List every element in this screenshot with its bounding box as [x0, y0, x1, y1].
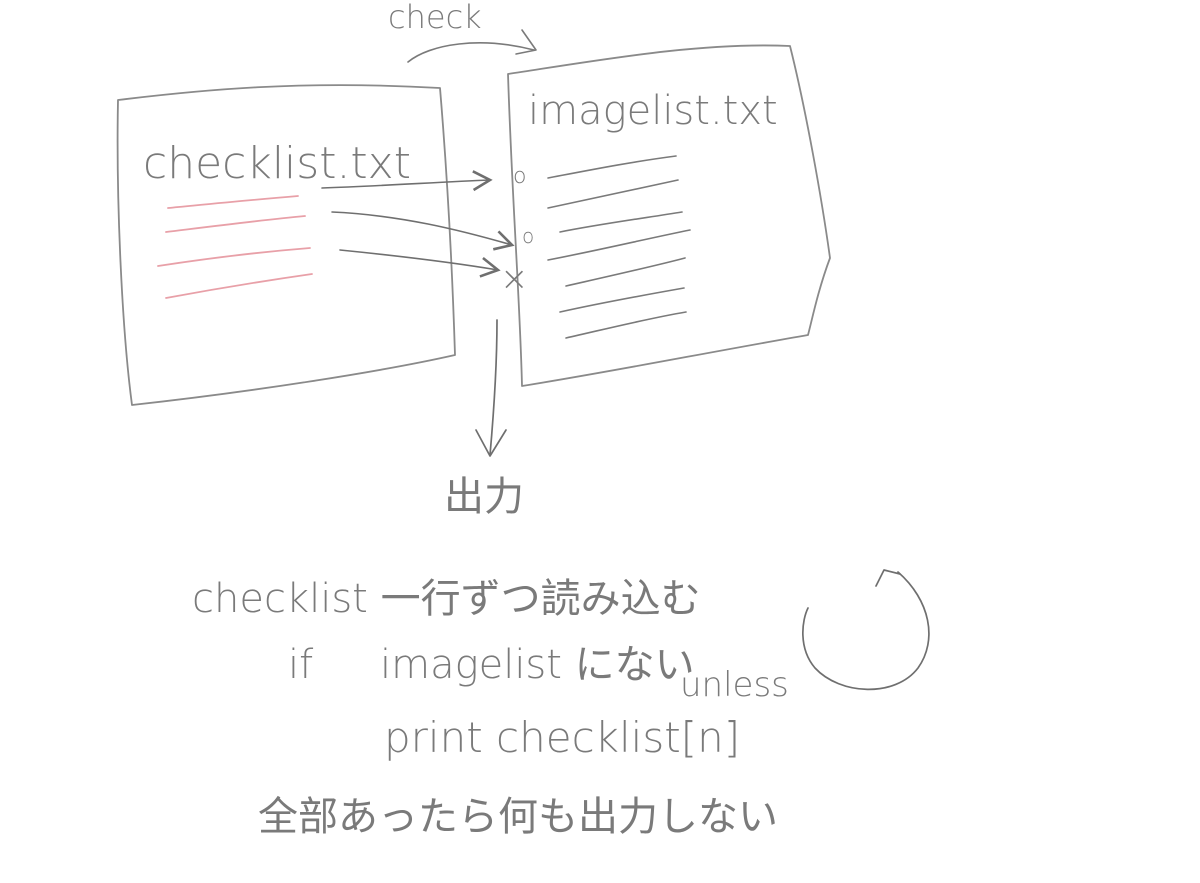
compare-arrow-3	[339, 249, 501, 278]
checklist-sheet	[116, 84, 456, 406]
note-not-in-imagelist: imagelist にない	[380, 642, 695, 688]
loop-icon-head	[875, 569, 901, 587]
note-no-output: 全部あったら何も出力しない	[258, 794, 778, 840]
imagelist-line	[565, 257, 686, 287]
checklist-line	[165, 273, 313, 299]
output-arrow	[489, 319, 498, 456]
imagelist-line	[565, 311, 687, 339]
checklist-line	[165, 215, 306, 233]
compare-arrow-2	[331, 211, 515, 251]
imagelist-sheet	[507, 44, 831, 387]
check-arrow-head	[515, 29, 537, 55]
match-mark-2: o	[522, 224, 534, 248]
note-unless: unless	[680, 665, 789, 705]
imagelist-line	[547, 155, 677, 179]
note-line-read: checklist 一行ずつ読み込む	[192, 576, 701, 622]
note-print: print checklist[n]	[384, 713, 740, 762]
imagelist-line	[547, 229, 691, 261]
checklist-file-label: checklist.txt	[143, 138, 411, 189]
checklist-entries	[157, 195, 313, 299]
checklist-line	[167, 195, 299, 209]
note-if: if	[288, 642, 313, 688]
match-mark-1: o	[513, 164, 526, 189]
output-arrow-head	[475, 429, 507, 457]
output-label: 出力	[444, 474, 524, 520]
imagelist-entries	[547, 155, 691, 339]
check-arrow	[407, 42, 535, 63]
imagelist-line	[559, 287, 685, 313]
checklist-line	[157, 247, 311, 267]
no-match-mark: ×	[500, 259, 529, 299]
imagelist-line	[559, 211, 683, 233]
imagelist-file-label: imagelist.txt	[528, 88, 778, 134]
loop-icon	[802, 571, 930, 691]
imagelist-line	[547, 179, 679, 209]
check-label: check	[388, 0, 482, 36]
compare-arrow-1	[321, 170, 493, 192]
